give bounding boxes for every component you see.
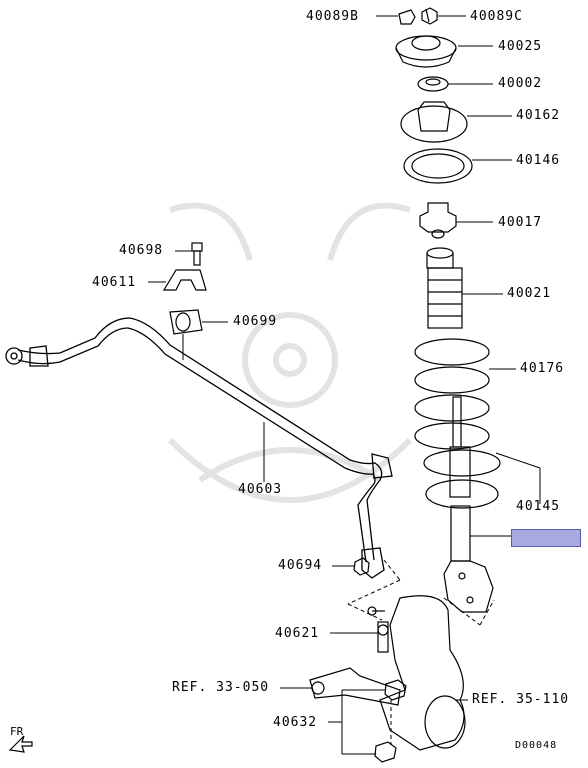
label-40017[interactable]: 40017: [498, 215, 543, 230]
bearing-40002: [417, 76, 449, 92]
label-40698[interactable]: 40698: [119, 243, 164, 258]
spring-seat-40162: [400, 101, 468, 143]
nut-40089b: [398, 9, 416, 25]
bushing-40699: [169, 309, 203, 335]
front-arrow-icon: [8, 735, 33, 753]
nut-40632-lower: [374, 741, 397, 763]
dust-boot-40021: [426, 247, 463, 329]
nut-40089c: [421, 7, 438, 25]
label-40162[interactable]: 40162: [516, 108, 561, 123]
direction-label: FR: [10, 725, 24, 738]
label-40146[interactable]: 40146: [516, 153, 561, 168]
label-ref-35-110[interactable]: REF. 35-110: [472, 692, 570, 707]
watermark-logo: [167, 202, 413, 503]
coil-spring-40176: [414, 338, 490, 450]
bracket-40611: [162, 269, 207, 291]
label-40621[interactable]: 40621: [275, 626, 320, 641]
dashed-guide-lines: [347, 559, 495, 745]
bump-stop-40017: [419, 202, 457, 239]
label-40089c[interactable]: 40089C: [470, 9, 523, 24]
nut-40632-upper: [384, 679, 407, 701]
label-40603[interactable]: 40603: [238, 482, 283, 497]
label-40176[interactable]: 40176: [520, 361, 565, 376]
strut-mount-40025: [395, 35, 457, 68]
label-40025[interactable]: 40025: [498, 39, 543, 54]
label-40632[interactable]: 40632: [273, 715, 318, 730]
leader-lines: [148, 15, 541, 755]
highlighted-part-marker[interactable]: [511, 529, 581, 547]
strut-body: [443, 396, 494, 613]
diagram-code: D00048: [515, 740, 558, 751]
steering-knuckle: [309, 595, 466, 751]
label-ref-33-050[interactable]: REF. 33-050: [172, 680, 270, 695]
label-40021[interactable]: 40021: [507, 286, 552, 301]
spring-pad-40146: [403, 148, 473, 184]
stabilizer-link-40621: [367, 606, 389, 653]
label-40002[interactable]: 40002: [498, 76, 543, 91]
label-40699[interactable]: 40699: [233, 314, 278, 329]
label-40611[interactable]: 40611: [92, 275, 137, 290]
label-40089b[interactable]: 40089B: [306, 9, 359, 24]
nut-40694: [353, 557, 370, 576]
label-40694[interactable]: 40694: [278, 558, 323, 573]
bolt-40698: [191, 242, 203, 266]
lower-spring-seat-40145: [423, 449, 501, 509]
stabilizer-bar-40603: [5, 317, 393, 579]
label-40145[interactable]: 40145: [516, 499, 561, 514]
